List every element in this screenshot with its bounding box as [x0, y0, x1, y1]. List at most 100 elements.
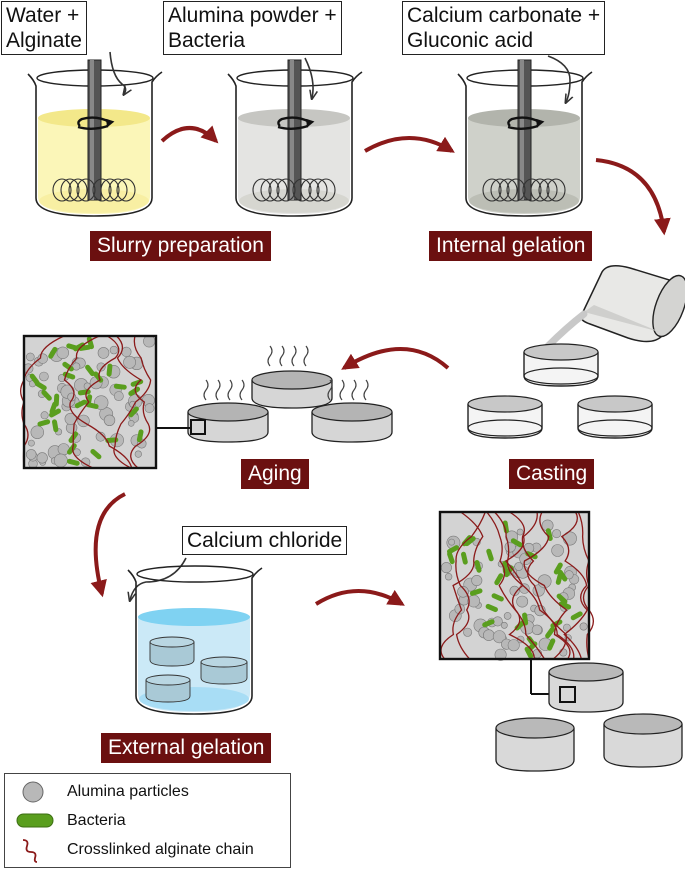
submerged-disc: [200, 656, 248, 685]
alumina-particle: [494, 648, 507, 661]
alumina-particle: [27, 439, 35, 447]
callout-line: Alumina powder +: [168, 4, 337, 27]
bacterium: [570, 611, 583, 621]
bacterium: [555, 572, 563, 585]
alumina-particle: [53, 453, 68, 468]
aging-illustration: [156, 345, 393, 443]
alginate-chain: [486, 511, 546, 660]
bacterium: [553, 562, 563, 575]
alumina-particle: [457, 585, 469, 598]
alumina-particle: [507, 639, 520, 652]
alumina-particle: [95, 431, 106, 442]
aging-disc: [311, 402, 393, 443]
legend-item-alumina: Alumina particles: [5, 778, 290, 806]
bacterium: [93, 371, 104, 383]
callout-line: Gluconic acid: [407, 29, 534, 52]
alumina-particle: [123, 355, 137, 369]
alumina-particle: [127, 419, 135, 427]
bacterium: [90, 448, 102, 460]
alumina-particle: [30, 425, 44, 439]
alumina-particle: [444, 572, 453, 581]
callout-line: Calcium chloride: [187, 529, 343, 552]
alginate-chain: [63, 335, 133, 469]
alumina-particle: [134, 450, 142, 458]
bacteria-icon: [16, 813, 54, 828]
alumina-particle: [56, 346, 69, 359]
alumina-particle: [531, 624, 543, 635]
arrow-down-icon: [595, 158, 671, 236]
bacterium: [491, 593, 504, 602]
bacterium: [128, 406, 139, 418]
bacterium: [545, 528, 553, 541]
alginate-chain: [523, 511, 571, 660]
legend-label: Bacteria: [67, 812, 126, 829]
bacterium: [464, 536, 476, 547]
legend-item-bacteria: Bacteria: [5, 807, 290, 835]
bacterium: [524, 646, 534, 659]
bacterium: [37, 419, 51, 427]
beaker-external-gelation: [127, 565, 263, 715]
aging-disc: [251, 370, 333, 409]
bacterium: [525, 551, 538, 560]
alginate-chain: [560, 511, 589, 660]
bacterium: [486, 548, 494, 562]
step-label-internal: Internal gelation: [429, 231, 593, 261]
casting-mold: [467, 395, 543, 439]
bacterium: [66, 458, 80, 466]
bacterium: [474, 560, 482, 573]
beaker-water-alginate: [27, 59, 163, 217]
callout-line: Bacteria: [168, 29, 246, 52]
legend-label: Alumina particles: [67, 783, 189, 800]
callout-calcium-gluconic: Calcium carbonate + Gluconic acid: [402, 1, 606, 55]
bacterium: [469, 588, 483, 596]
alumina-particle: [516, 528, 524, 536]
arrow-right-icon: [314, 589, 405, 606]
microstructure-content: [440, 511, 594, 661]
bacterium: [29, 373, 40, 385]
microstructure-final: [438, 510, 594, 661]
beaker-calcium-gluconic: [457, 59, 593, 217]
alginate-chain: [509, 511, 568, 660]
bacterium: [113, 383, 127, 390]
bacterium: [558, 601, 572, 610]
alumina-particle: [36, 452, 48, 464]
casting-illustration: [467, 265, 685, 439]
casting-mold: [523, 343, 599, 387]
bacterium: [62, 361, 74, 372]
aging-disc: [187, 402, 269, 443]
arrow-down-icon: [90, 492, 126, 598]
callout-line: Alginate: [6, 29, 82, 52]
bacterium: [49, 401, 58, 415]
alumina-particle: [72, 362, 81, 371]
stirrer-coil: [482, 178, 566, 202]
alumina-particle: [500, 621, 508, 629]
alumina-particle: [516, 595, 529, 608]
alumina-particle: [83, 382, 91, 390]
step-label-aging: Aging: [241, 459, 309, 489]
alginate-chain-icon: [22, 839, 38, 863]
alginate-chain: [116, 335, 151, 469]
alumina-particle: [143, 335, 156, 348]
alginate-chain: [72, 335, 120, 469]
bacterium: [502, 520, 509, 534]
alumina-particle: [39, 371, 49, 382]
bacterium: [86, 336, 95, 350]
bacterium: [41, 389, 52, 401]
legend-item-chain: Crosslinked alginate chain: [5, 836, 290, 864]
alumina-particle: [25, 352, 35, 362]
bacterium: [482, 619, 495, 628]
alumina-particle: [492, 630, 506, 644]
submerged-disc: [145, 674, 191, 703]
alumina-particle: [144, 403, 155, 414]
bacterium: [510, 538, 523, 548]
bacterium: [106, 363, 113, 377]
microstructure-aging: [20, 334, 158, 470]
rotation-icon: [77, 116, 115, 130]
bacterium: [447, 551, 455, 565]
bacterium: [485, 603, 498, 613]
pour-stream: [544, 310, 588, 350]
alumina-particle: [471, 574, 483, 586]
alumina-particle: [113, 391, 124, 401]
callout-alumina-bacteria: Alumina powder + Bacteria: [163, 1, 342, 55]
